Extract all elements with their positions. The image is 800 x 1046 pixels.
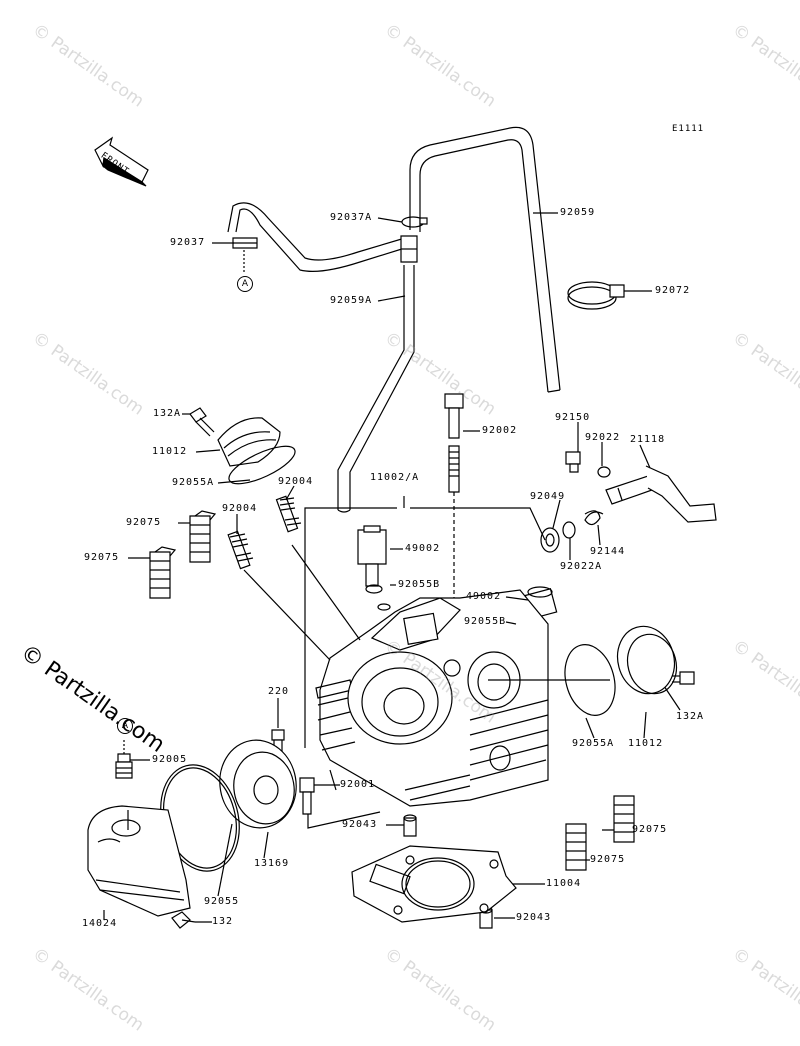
damper-92075-right-upper bbox=[614, 796, 634, 842]
dowel-92043-upper bbox=[404, 818, 416, 836]
callout-21118[interactable]: 21118 bbox=[630, 434, 666, 445]
callout-49002-upper[interactable]: 49002 bbox=[405, 543, 441, 554]
callout-11012-right[interactable]: 11012 bbox=[628, 738, 664, 749]
damper-92075-right-lower bbox=[566, 824, 586, 870]
callout-220[interactable]: 220 bbox=[268, 686, 290, 697]
cover-13169 bbox=[213, 734, 303, 834]
callout-92001[interactable]: 92001 bbox=[340, 779, 376, 790]
fitting-49002-upper bbox=[358, 526, 386, 593]
bolt-132a-left bbox=[190, 408, 214, 436]
stud-92004-lower bbox=[228, 531, 253, 568]
breather-hose-92059a bbox=[338, 265, 414, 512]
band-92072 bbox=[568, 282, 624, 309]
damper-92075-upper bbox=[190, 511, 215, 562]
callout-11004[interactable]: 11004 bbox=[546, 878, 582, 889]
hose-clamp-92037a bbox=[402, 217, 427, 227]
callout-92037a[interactable]: 92037A bbox=[330, 212, 373, 223]
front-arrow-icon bbox=[95, 138, 148, 186]
callout-49002-lower[interactable]: 49002 bbox=[466, 591, 502, 602]
damper-92075-mid bbox=[150, 547, 175, 598]
diagram-code: E1111 bbox=[672, 124, 705, 134]
bolt-92002 bbox=[445, 394, 463, 492]
valve-cap-11012-right bbox=[610, 620, 683, 700]
callout-92075-right-upper[interactable]: 92075 bbox=[632, 824, 668, 835]
callout-13169[interactable]: 13169 bbox=[254, 858, 290, 869]
fitting-92005 bbox=[116, 754, 132, 778]
callout-92055a-right[interactable]: 92055A bbox=[572, 738, 615, 749]
bolt-132 bbox=[172, 912, 195, 928]
callout-92043-lower[interactable]: 92043 bbox=[516, 912, 552, 923]
callout-92059a[interactable]: 92059A bbox=[330, 295, 373, 306]
callout-92055b-upper[interactable]: 92055B bbox=[398, 579, 441, 590]
valve-cap-11012-left bbox=[218, 418, 300, 491]
callout-92075-upper[interactable]: 92075 bbox=[126, 517, 162, 528]
bolt-92150 bbox=[566, 452, 580, 472]
callout-92022a[interactable]: 92022A bbox=[560, 561, 603, 572]
stud-92004-upper bbox=[276, 496, 301, 531]
callout-92022[interactable]: 92022 bbox=[585, 432, 621, 443]
oil-seal-92049 bbox=[541, 528, 559, 552]
connector-a-upper: A bbox=[237, 276, 253, 292]
washer-92022 bbox=[598, 467, 610, 477]
head-gasket-11004 bbox=[352, 846, 516, 922]
bolt-92001 bbox=[300, 778, 314, 814]
callout-92144[interactable]: 92144 bbox=[590, 546, 626, 557]
callout-132a-right[interactable]: 132A bbox=[676, 711, 705, 722]
callout-11012-left[interactable]: 11012 bbox=[152, 446, 188, 457]
gasket-92055a-right bbox=[558, 639, 623, 721]
callout-92049[interactable]: 92049 bbox=[530, 491, 566, 502]
callout-11002a[interactable]: 11002/A bbox=[370, 472, 420, 483]
callout-132[interactable]: 132 bbox=[212, 916, 234, 927]
callout-92037[interactable]: 92037 bbox=[170, 237, 206, 248]
callout-132a-left[interactable]: 132A bbox=[153, 408, 182, 419]
callout-92055[interactable]: 92055 bbox=[204, 896, 240, 907]
callout-92004-upper[interactable]: 92004 bbox=[278, 476, 314, 487]
spring-92144 bbox=[585, 511, 603, 525]
callout-92075-right-lower[interactable]: 92075 bbox=[590, 854, 626, 865]
o-ring-92055b-upper bbox=[378, 604, 390, 610]
callout-92059[interactable]: 92059 bbox=[560, 207, 596, 218]
hose-t-joint bbox=[401, 236, 417, 262]
decomp-shaft-21118 bbox=[606, 466, 716, 522]
callout-92055a-left[interactable]: 92055A bbox=[172, 477, 215, 488]
callout-92005[interactable]: 92005 bbox=[152, 754, 188, 765]
connector-a-lower: A bbox=[117, 718, 133, 734]
callout-92043-upper[interactable]: 92043 bbox=[342, 819, 378, 830]
callout-92004-lower[interactable]: 92004 bbox=[222, 503, 258, 514]
callout-92072[interactable]: 92072 bbox=[655, 285, 691, 296]
callout-14024[interactable]: 14024 bbox=[82, 918, 118, 929]
callout-92075-mid[interactable]: 92075 bbox=[84, 552, 120, 563]
bolt-132a-right bbox=[672, 672, 694, 684]
cover-14024 bbox=[88, 806, 190, 916]
callout-92150[interactable]: 92150 bbox=[555, 412, 591, 423]
callout-92055b-lower[interactable]: 92055B bbox=[464, 616, 507, 627]
hose-clamp-92037 bbox=[233, 238, 257, 248]
cylinder-head-11002a bbox=[316, 590, 548, 806]
callout-92002[interactable]: 92002 bbox=[482, 425, 518, 436]
breather-hose-small bbox=[228, 203, 405, 272]
breather-hose-92059 bbox=[410, 127, 560, 392]
washer-92022a bbox=[563, 522, 575, 538]
